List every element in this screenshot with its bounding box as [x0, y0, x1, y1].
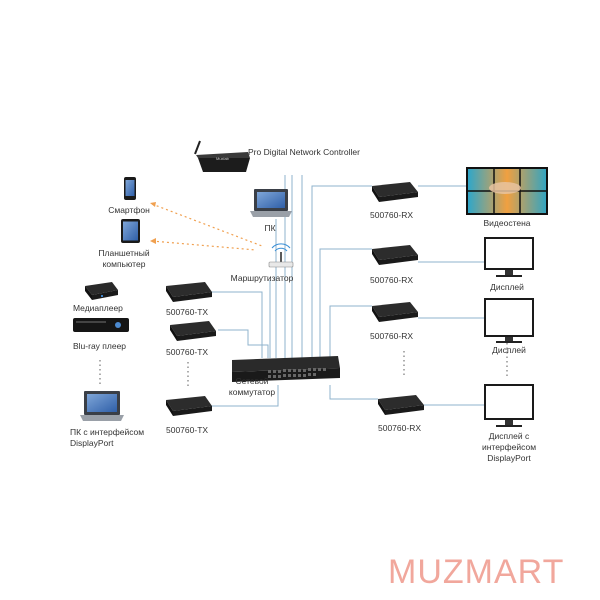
rx1-label: 500760-RX [370, 210, 414, 220]
media-player-icon [85, 282, 118, 300]
hdmi-extender-icon [166, 396, 212, 416]
tx2-label: 500760-TX [166, 347, 209, 357]
bluray-label: Blu-ray плеер [73, 341, 127, 351]
hdmi-extender-icon [372, 302, 418, 322]
videowall-label: Видеостена [483, 218, 531, 228]
laptop-icon [80, 391, 124, 421]
network-controller-icon: Muxlab [194, 140, 250, 172]
hdmi-extender-icon [166, 282, 212, 302]
monitor-icon [484, 237, 534, 277]
tx3-label: 500760-TX [166, 425, 209, 435]
dp-pc-label: ПК с интерфейсом DisplayPort [70, 427, 145, 448]
bluray-player-icon [73, 318, 129, 332]
rx3-label: 500760-RX [370, 331, 414, 341]
smartphone-label: Смартфон [108, 205, 150, 215]
svg-text:Muxlab: Muxlab [216, 156, 230, 161]
wireless-links [151, 203, 263, 251]
rx2-label: 500760-RX [370, 275, 414, 285]
smartphone-icon [124, 177, 136, 200]
muzmart-logo: MUZMART [388, 553, 565, 591]
switch-label: Сетевой коммутатор [228, 376, 276, 397]
controller-label: Pro Digital Network Controller [248, 147, 360, 157]
hdmi-extender-icon [170, 321, 216, 341]
wifi-router-icon [268, 243, 294, 268]
network-switch-icon [232, 356, 340, 382]
hdmi-extender-icon [378, 395, 424, 415]
tablet-icon [121, 219, 140, 243]
tablet-label: Планшетный компьютер [98, 248, 150, 269]
display2-label: Дисплей [492, 345, 526, 355]
hdmi-extender-icon [372, 245, 418, 265]
laptop-icon [250, 189, 292, 217]
hdmi-extender-icon [372, 182, 418, 202]
display1-label: Дисплей [490, 282, 524, 292]
cable-lines [210, 175, 484, 407]
media-player-label: Медиаплеер [73, 303, 123, 313]
tx1-label: 500760-TX [166, 307, 209, 317]
router-label: Маршрутизатор [230, 273, 294, 283]
monitor-icon [484, 384, 534, 427]
rx4-label: 500760-RX [378, 423, 422, 433]
pc-label: ПК [264, 223, 276, 233]
wireless-arrowheads [150, 202, 156, 244]
display3-label: Дисплей с интерфейсом DisplayPort [481, 431, 537, 463]
monitor-icon [484, 298, 534, 343]
continuation-dots [99, 343, 508, 386]
video-wall-icon [466, 167, 548, 215]
